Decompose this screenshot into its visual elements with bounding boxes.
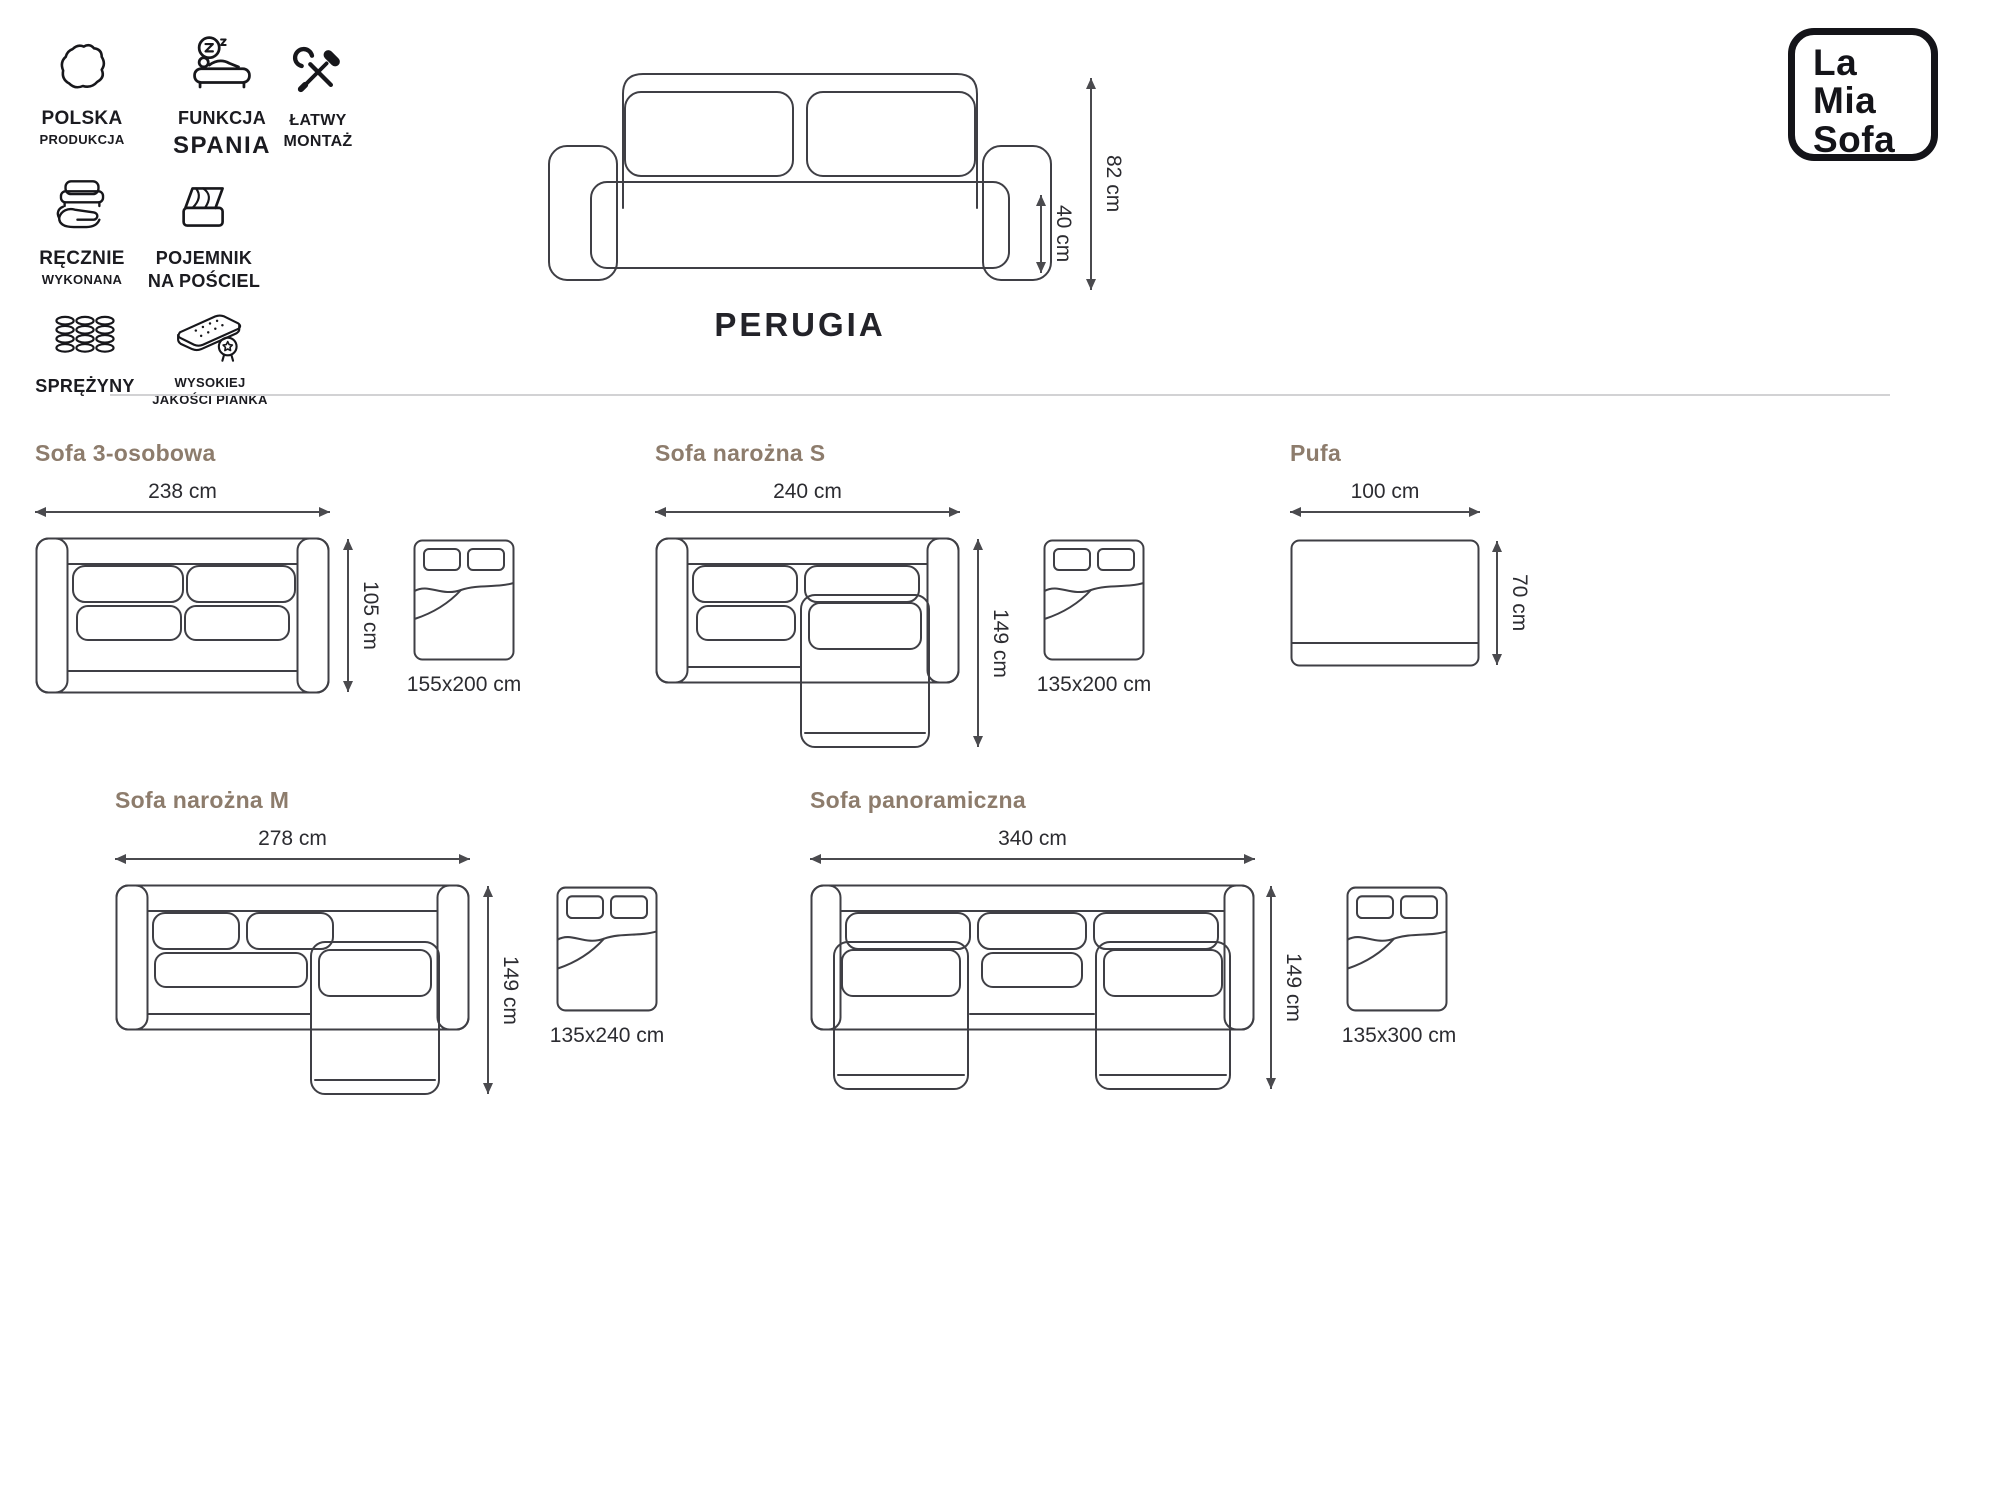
width-dimension-sofa3: 238 cm [35,480,330,517]
logo-line: Sofa [1813,118,1896,160]
tools-icon [288,34,348,102]
feature-polska-produkcja: POLSKA PRODUKCJA [12,30,152,149]
dimension-label: 40 cm [1052,205,1075,263]
feature-label: POLSKA [41,108,123,129]
bed-size-icon [1043,539,1145,661]
width-dimension-corner-m: 278 cm [115,827,470,864]
dimension-arrow [483,886,493,1094]
dimension-label: 240 cm [773,480,842,503]
feature-funkcja-spania: FUNKCJA SPANIA [148,30,296,162]
corner-s-top-view-drawing [655,537,960,748]
pufa-top-view-drawing [1290,539,1480,667]
dimension-label: 149 cm [989,608,1012,678]
springs-icon [52,298,118,366]
width-dimension-corner-s: 240 cm [655,480,960,517]
variant-title-pufa: Pufa [1290,440,1342,466]
bed-size-label: 135x300 cm [1341,1024,1457,1047]
dimension-label: 149 cm [1282,953,1305,1022]
sofa-front-view-drawing [548,73,1052,281]
dimension-arrow [1086,78,1096,290]
feature-latwy-montaz: ŁATWY MONTAŻ [258,34,378,153]
dimension-arrow [973,539,983,747]
variant-title-sofa3: Sofa 3-osobowa [35,440,216,466]
product-name: PERUGIA [714,306,886,343]
bed-size-label: 135x240 cm [549,1024,665,1047]
dimension-arrow [115,854,470,864]
depth-dimension-corner-m: 149 cm [483,886,522,1094]
dimension-label: 82 cm [1102,155,1125,213]
feature-label: POJEMNIK [155,248,253,268]
feature-recznie-wykonana: RĘCZNIE WYKONANA [12,170,152,289]
depth-dimension-panoramic: 149 cm [1266,886,1305,1089]
seat-height-dimension: 40 cm [1036,195,1075,273]
dimension-label: 70 cm [1508,574,1531,632]
feature-sublabel: MONTAŻ [283,132,353,150]
bed-size-label: 135x200 cm [1036,673,1152,696]
feature-label: FUNKCJA [177,108,267,128]
width-dimension-panoramic: 340 cm [810,827,1255,864]
dimension-label: 238 cm [148,480,217,503]
variant-title-panoramic: Sofa panoramiczna [810,787,1026,813]
dimension-arrow [810,854,1255,864]
depth-dimension-sofa3: 105 cm [343,539,382,692]
bedding-storage-icon [172,170,236,238]
panoramic-top-view-drawing [810,884,1255,1090]
feature-label: WYSOKIEJ [174,375,246,390]
variant-title-corner-s: Sofa narożna S [655,440,826,466]
bed-size-label: 155x200 cm [406,673,522,696]
dimension-arrow [655,507,960,517]
depth-dimension-pufa: 70 cm [1492,541,1531,665]
poland-map-icon [51,30,113,98]
dimension-arrow [1266,886,1276,1089]
feature-sublabel: SPANIA [173,132,271,160]
sleep-function-icon [189,30,255,98]
variant-title-corner-m: Sofa narożna M [115,787,290,813]
dimension-label: 340 cm [998,827,1067,850]
brand-logo: La Mia Sofa [1788,28,1938,161]
feature-sublabel: PRODUKCJA [39,131,125,147]
dimension-label: 100 cm [1350,480,1420,503]
feature-sublabel: WYKONANA [41,271,123,287]
feature-label: SPRĘŻYNY [35,376,135,396]
feature-wysokiej-jakosci-pianka: WYSOKIEJ JAKOŚCI PIANKA [128,298,292,409]
bed-size-icon [413,539,515,661]
foam-quality-icon [171,298,249,366]
feature-sprezyny: SPRĘŻYNY [20,298,150,398]
logo-line: La [1813,42,1858,83]
logo-line: Mia [1813,80,1877,122]
feature-pojemnik-na-posciel: POJEMNIK NA POŚCIEL [128,170,280,294]
dimension-label: 149 cm [499,955,522,1025]
handmade-icon [49,170,115,238]
feature-sublabel: NA POŚCIEL [147,271,261,292]
dimension-label: 278 cm [258,827,327,850]
width-dimension-pufa: 100 cm [1290,480,1480,517]
dimension-arrow [1036,195,1046,273]
depth-dimension-corner-s: 149 cm [973,539,1012,747]
dimension-arrow [343,539,353,692]
section-divider [110,394,1890,396]
dimension-label: 105 cm [359,581,382,650]
dimension-arrow [1492,541,1502,665]
dimension-arrow [35,507,330,517]
sofa-height-dimension: 82 cm [1086,78,1125,290]
bed-size-icon [556,886,658,1012]
bed-size-icon [1346,886,1448,1012]
corner-m-top-view-drawing [115,884,470,1095]
sofa3-top-view-drawing [35,537,330,694]
feature-label: ŁATWY [289,112,347,129]
feature-label: RĘCZNIE [39,248,125,269]
dimension-arrow [1290,507,1480,517]
